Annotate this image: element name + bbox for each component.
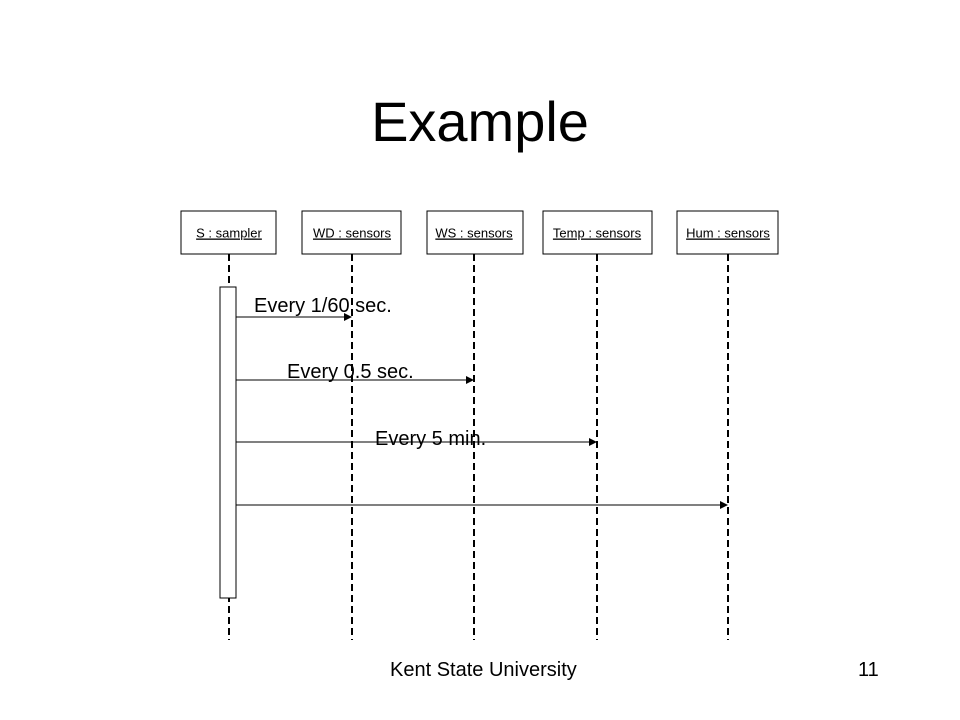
lifeline-label-hum: Hum : sensors [686,226,770,241]
lifeline-box-sampler [180,210,277,255]
lifeline-box-ws [426,210,524,255]
lifeline-label-wd: WD : sensors [313,226,392,241]
lifeline-box-hum [676,210,779,255]
lifeline-box-temp [542,210,653,255]
slide-title: Example [371,90,589,153]
message-label-1: Every 1/60 sec. [254,295,392,317]
activation-bar [219,286,237,599]
footer-page-number: 11 [858,659,879,681]
footer-organization: Kent State University [390,659,577,681]
message-label-3: Every 5 min. [375,428,486,450]
message-arrowhead-3 [589,438,597,446]
message-arrowhead-1 [344,313,352,321]
message-label-2: Every 0.5 sec. [287,361,414,383]
lifeline-box-wd [301,210,402,255]
message-arrowhead-2 [466,376,474,384]
message-arrowhead-4 [720,501,728,509]
lifeline-label-ws: WS : sensors [435,226,513,241]
lifeline-label-sampler: S : sampler [196,226,262,241]
lifeline-label-temp: Temp : sensors [553,226,642,241]
